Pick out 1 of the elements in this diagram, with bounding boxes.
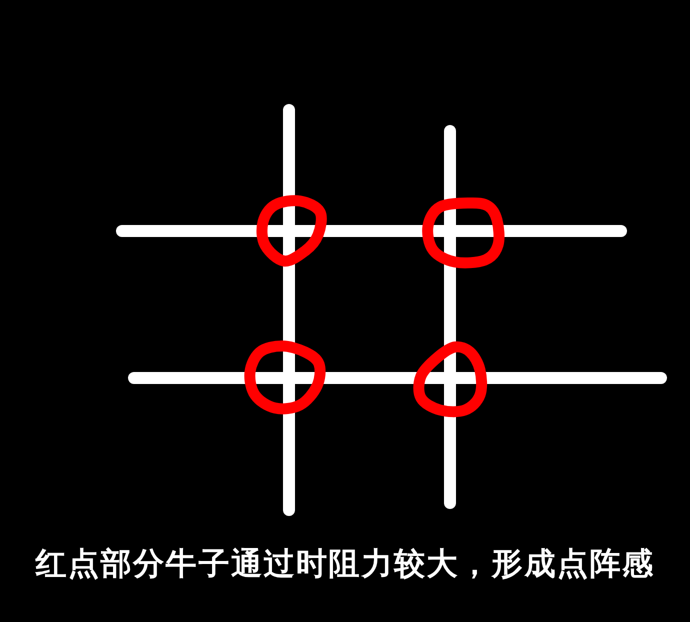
caption: 红点部分牛子通过时阻力较大，形成点阵感 (35, 545, 655, 583)
